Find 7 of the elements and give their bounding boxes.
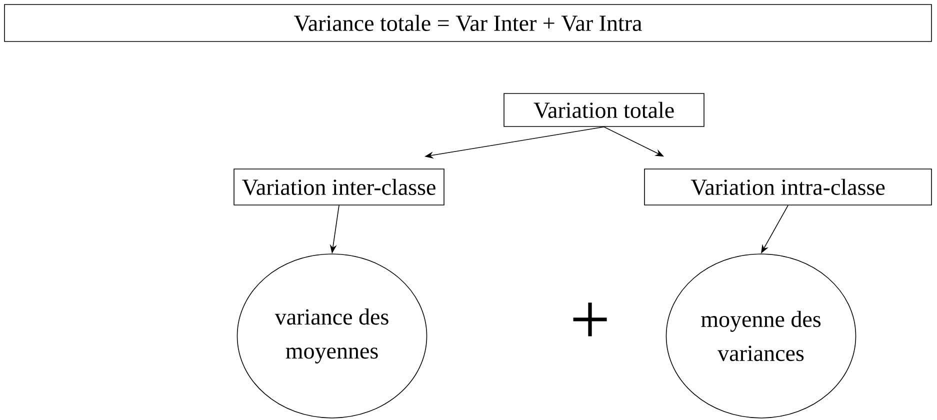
- circle-node: moyenne des variances: [666, 254, 856, 418]
- text-box: Variation intra-classe: [644, 168, 932, 206]
- text-box: Variance totale = Var Inter + Var Intra: [4, 4, 932, 42]
- plus-sign: +: [573, 302, 607, 336]
- text-box: Variation totale: [504, 93, 704, 127]
- circle-node: variance des moyennes: [236, 254, 428, 418]
- text-box: Variation inter-classe: [234, 168, 444, 206]
